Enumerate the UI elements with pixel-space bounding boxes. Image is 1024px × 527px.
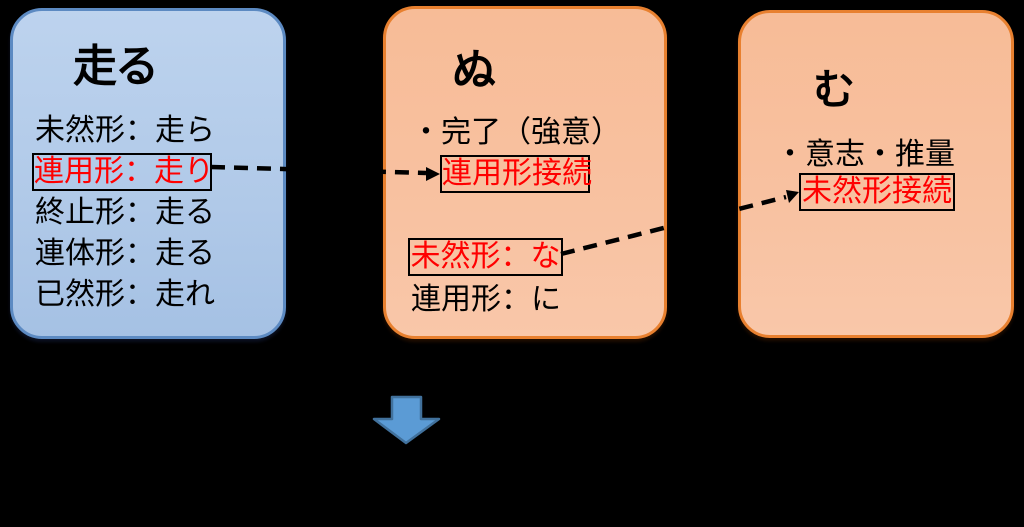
- conjugation-row-izenkei: 已然形：走れ: [35, 277, 215, 312]
- auxiliary-nu-mizenkei-highlight: 未然形：な: [408, 238, 563, 276]
- verb-box-title: 走る: [73, 41, 159, 92]
- auxiliary-nu-box: ぬ ・完了（強意） 連用形接続 未然形：な 連用形：に: [383, 6, 667, 339]
- auxiliary-nu-title: ぬ: [452, 45, 496, 96]
- auxiliary-mu-connection-highlight: 未然形接続: [799, 173, 955, 211]
- conjugation-row-renyokei-highlight: 連用形：走り: [32, 153, 214, 191]
- auxiliary-nu-renyokei: 連用形：に: [411, 282, 561, 317]
- conjugation-row-mizenkei: 未然形：走ら: [35, 113, 215, 148]
- down-arrow-icon: [372, 395, 441, 445]
- verb-box: 走る 未然形：走ら 連用形：走り 終止形：走る 連体形：走る 已然形：走れ: [10, 8, 286, 339]
- conjugation-row-rentaikei: 連体形：走る: [35, 236, 215, 271]
- auxiliary-mu-box: む ・意志・推量 未然形接続: [738, 10, 1014, 338]
- auxiliary-nu-connection-highlight: 連用形接続: [440, 155, 592, 193]
- conjugation-row-shushikei: 終止形：走る: [35, 195, 215, 230]
- auxiliary-mu-meaning: ・意志・推量: [775, 137, 955, 172]
- auxiliary-nu-meaning: ・完了（強意）: [411, 115, 621, 150]
- auxiliary-mu-title: む: [813, 65, 856, 114]
